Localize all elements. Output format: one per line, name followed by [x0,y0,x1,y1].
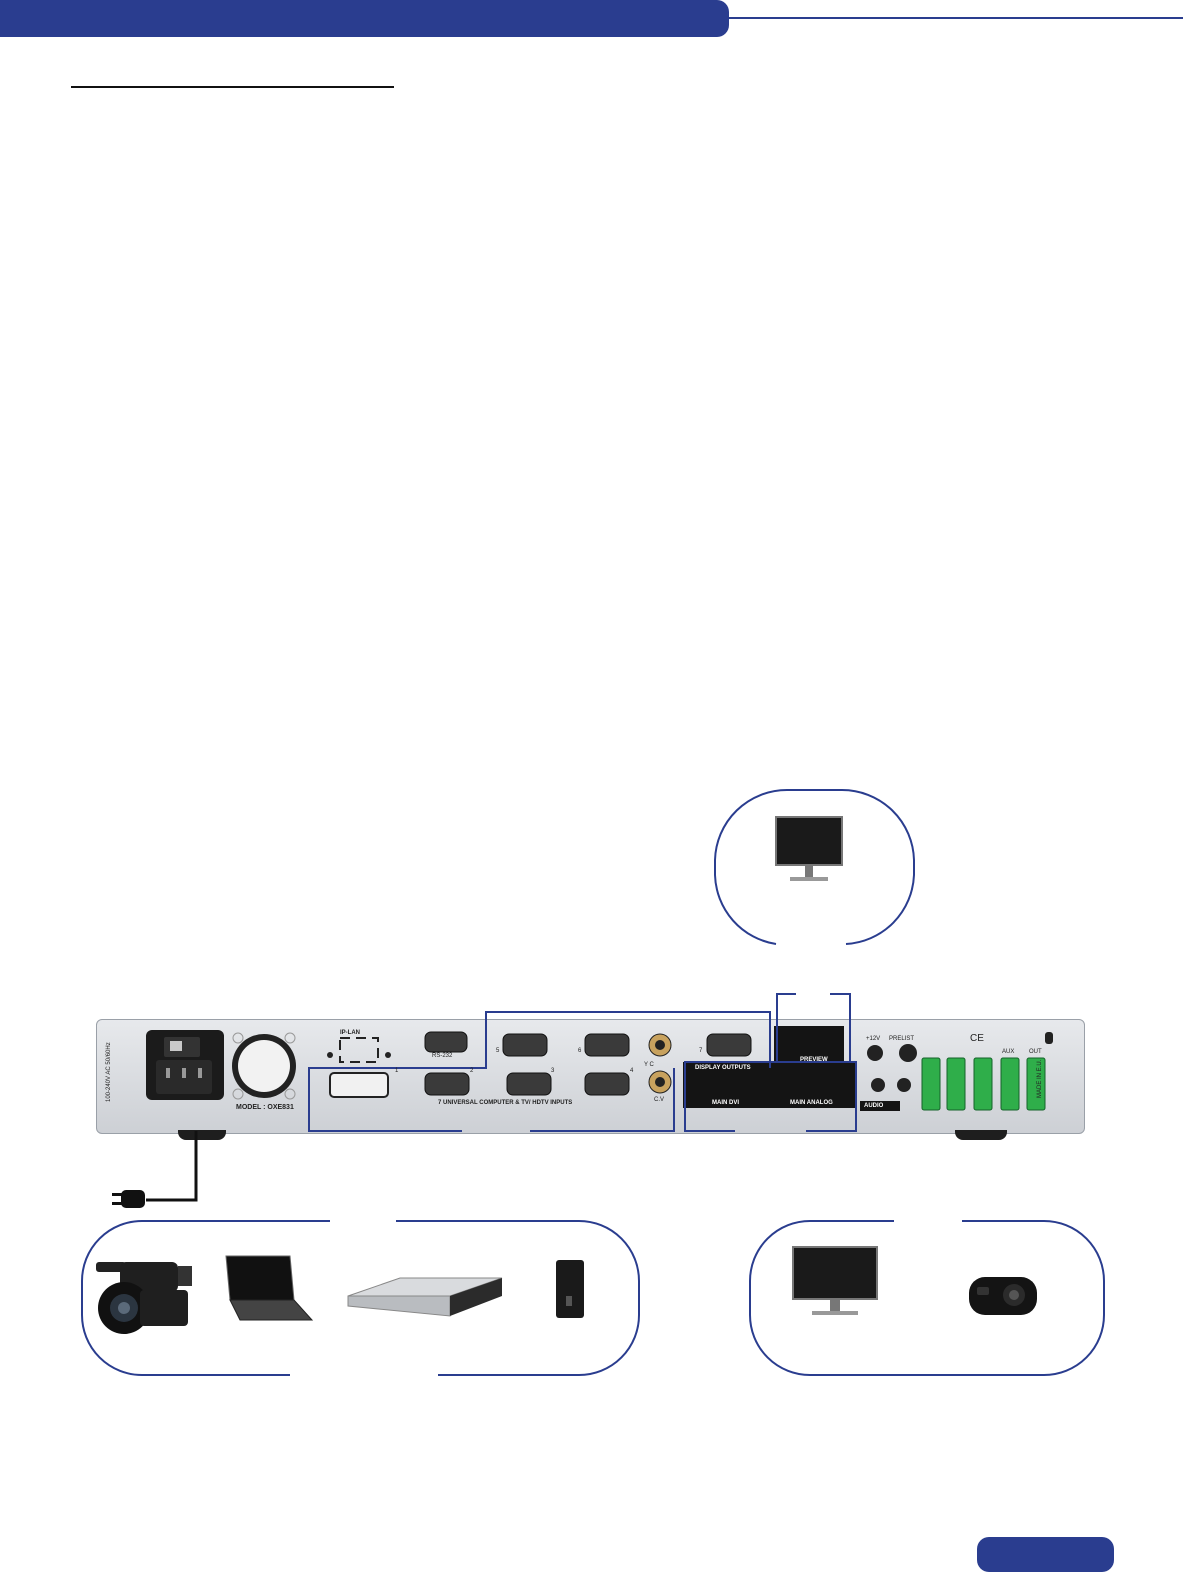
camcorder-icon [96,1262,192,1334]
preview-label: PREVIEW [800,1057,828,1063]
monitor-icon [775,816,843,881]
ip-lan-port [327,1037,391,1063]
input-1-number: 1 [395,1068,399,1074]
device-foot-left [178,1130,226,1140]
audio-jacks [860,1044,917,1111]
input-3-connector [506,1072,552,1096]
input-4-number: 4 [630,1068,634,1074]
preview-bracket-right [830,993,851,1062]
main-analog-label: MAIN ANALOG [790,1100,833,1106]
yc-label: Y C [644,1062,654,1068]
input-5-connector [502,1033,548,1057]
input-2-number: 2 [470,1068,474,1074]
aux-label: AUX [1002,1049,1015,1055]
preview-bracket-left [776,993,796,1062]
input-7-number: 7 [699,1048,703,1054]
device-foot-right [955,1130,1007,1140]
input-3-number: 3 [551,1068,555,1074]
laptop-icon [225,1255,314,1321]
display-outputs-label: DISPLAY OUTPUTS [695,1065,751,1071]
preview-device-frame [714,789,915,945]
ce-mark: CE [970,1033,984,1044]
inputs-bracket-right [530,1068,675,1132]
input-2-connector [424,1072,470,1096]
pc-tower-icon [556,1260,584,1318]
audio-terminal-blocks [921,1057,1046,1111]
rs232-connector [424,1031,468,1053]
projector-icon [969,1277,1037,1315]
outputs-frame [749,1220,1105,1376]
header-bar [0,0,729,37]
inputs-bracket-left [308,1011,771,1132]
input-5-number: 5 [496,1048,500,1054]
power-cable [146,1131,198,1202]
prelist-label: PRELIST [889,1036,915,1042]
dc-in-label: +12V [866,1036,881,1042]
model-label: MODEL : OXE831 [236,1104,294,1111]
input-7-connector [706,1033,752,1057]
power-plug-icon [112,1190,145,1208]
power-inlet [146,1030,224,1100]
outputs-bracket [684,1061,857,1132]
rs232-label: RS-232 [432,1053,453,1059]
ip-lan-label: IP-LAN [340,1030,360,1036]
input-6-connector [584,1033,630,1057]
bnc-connectors [648,1033,672,1094]
main-dvi-label: MAIN DVI [712,1100,739,1106]
input-1-dvi-connector [329,1072,389,1098]
section-title-underline [71,86,394,88]
page-number-badge [977,1537,1114,1572]
input-group-label: 7 UNIVERSAL COMPUTER & TV/ HDTV INPUTS [438,1100,573,1106]
power-rating-label: 100-240V AC 50/60Hz [106,1042,112,1102]
header-rule [729,17,1183,19]
input-6-number: 6 [578,1048,582,1054]
audio-label: AUDIO [864,1103,884,1109]
sources-frame [81,1220,640,1376]
monitor-icon [792,1246,878,1315]
display-outputs-plate [683,1062,856,1108]
preview-plate [774,1026,844,1062]
cv-label: C.V [654,1097,665,1103]
input-4-connector [584,1072,630,1096]
kensington-lock [1045,1032,1053,1044]
cooling-fan [232,1032,296,1100]
out-label: OUT [1029,1049,1042,1055]
made-in-label: MADE IN E.U. [1037,1059,1043,1098]
dvd-player-icon [347,1277,503,1317]
